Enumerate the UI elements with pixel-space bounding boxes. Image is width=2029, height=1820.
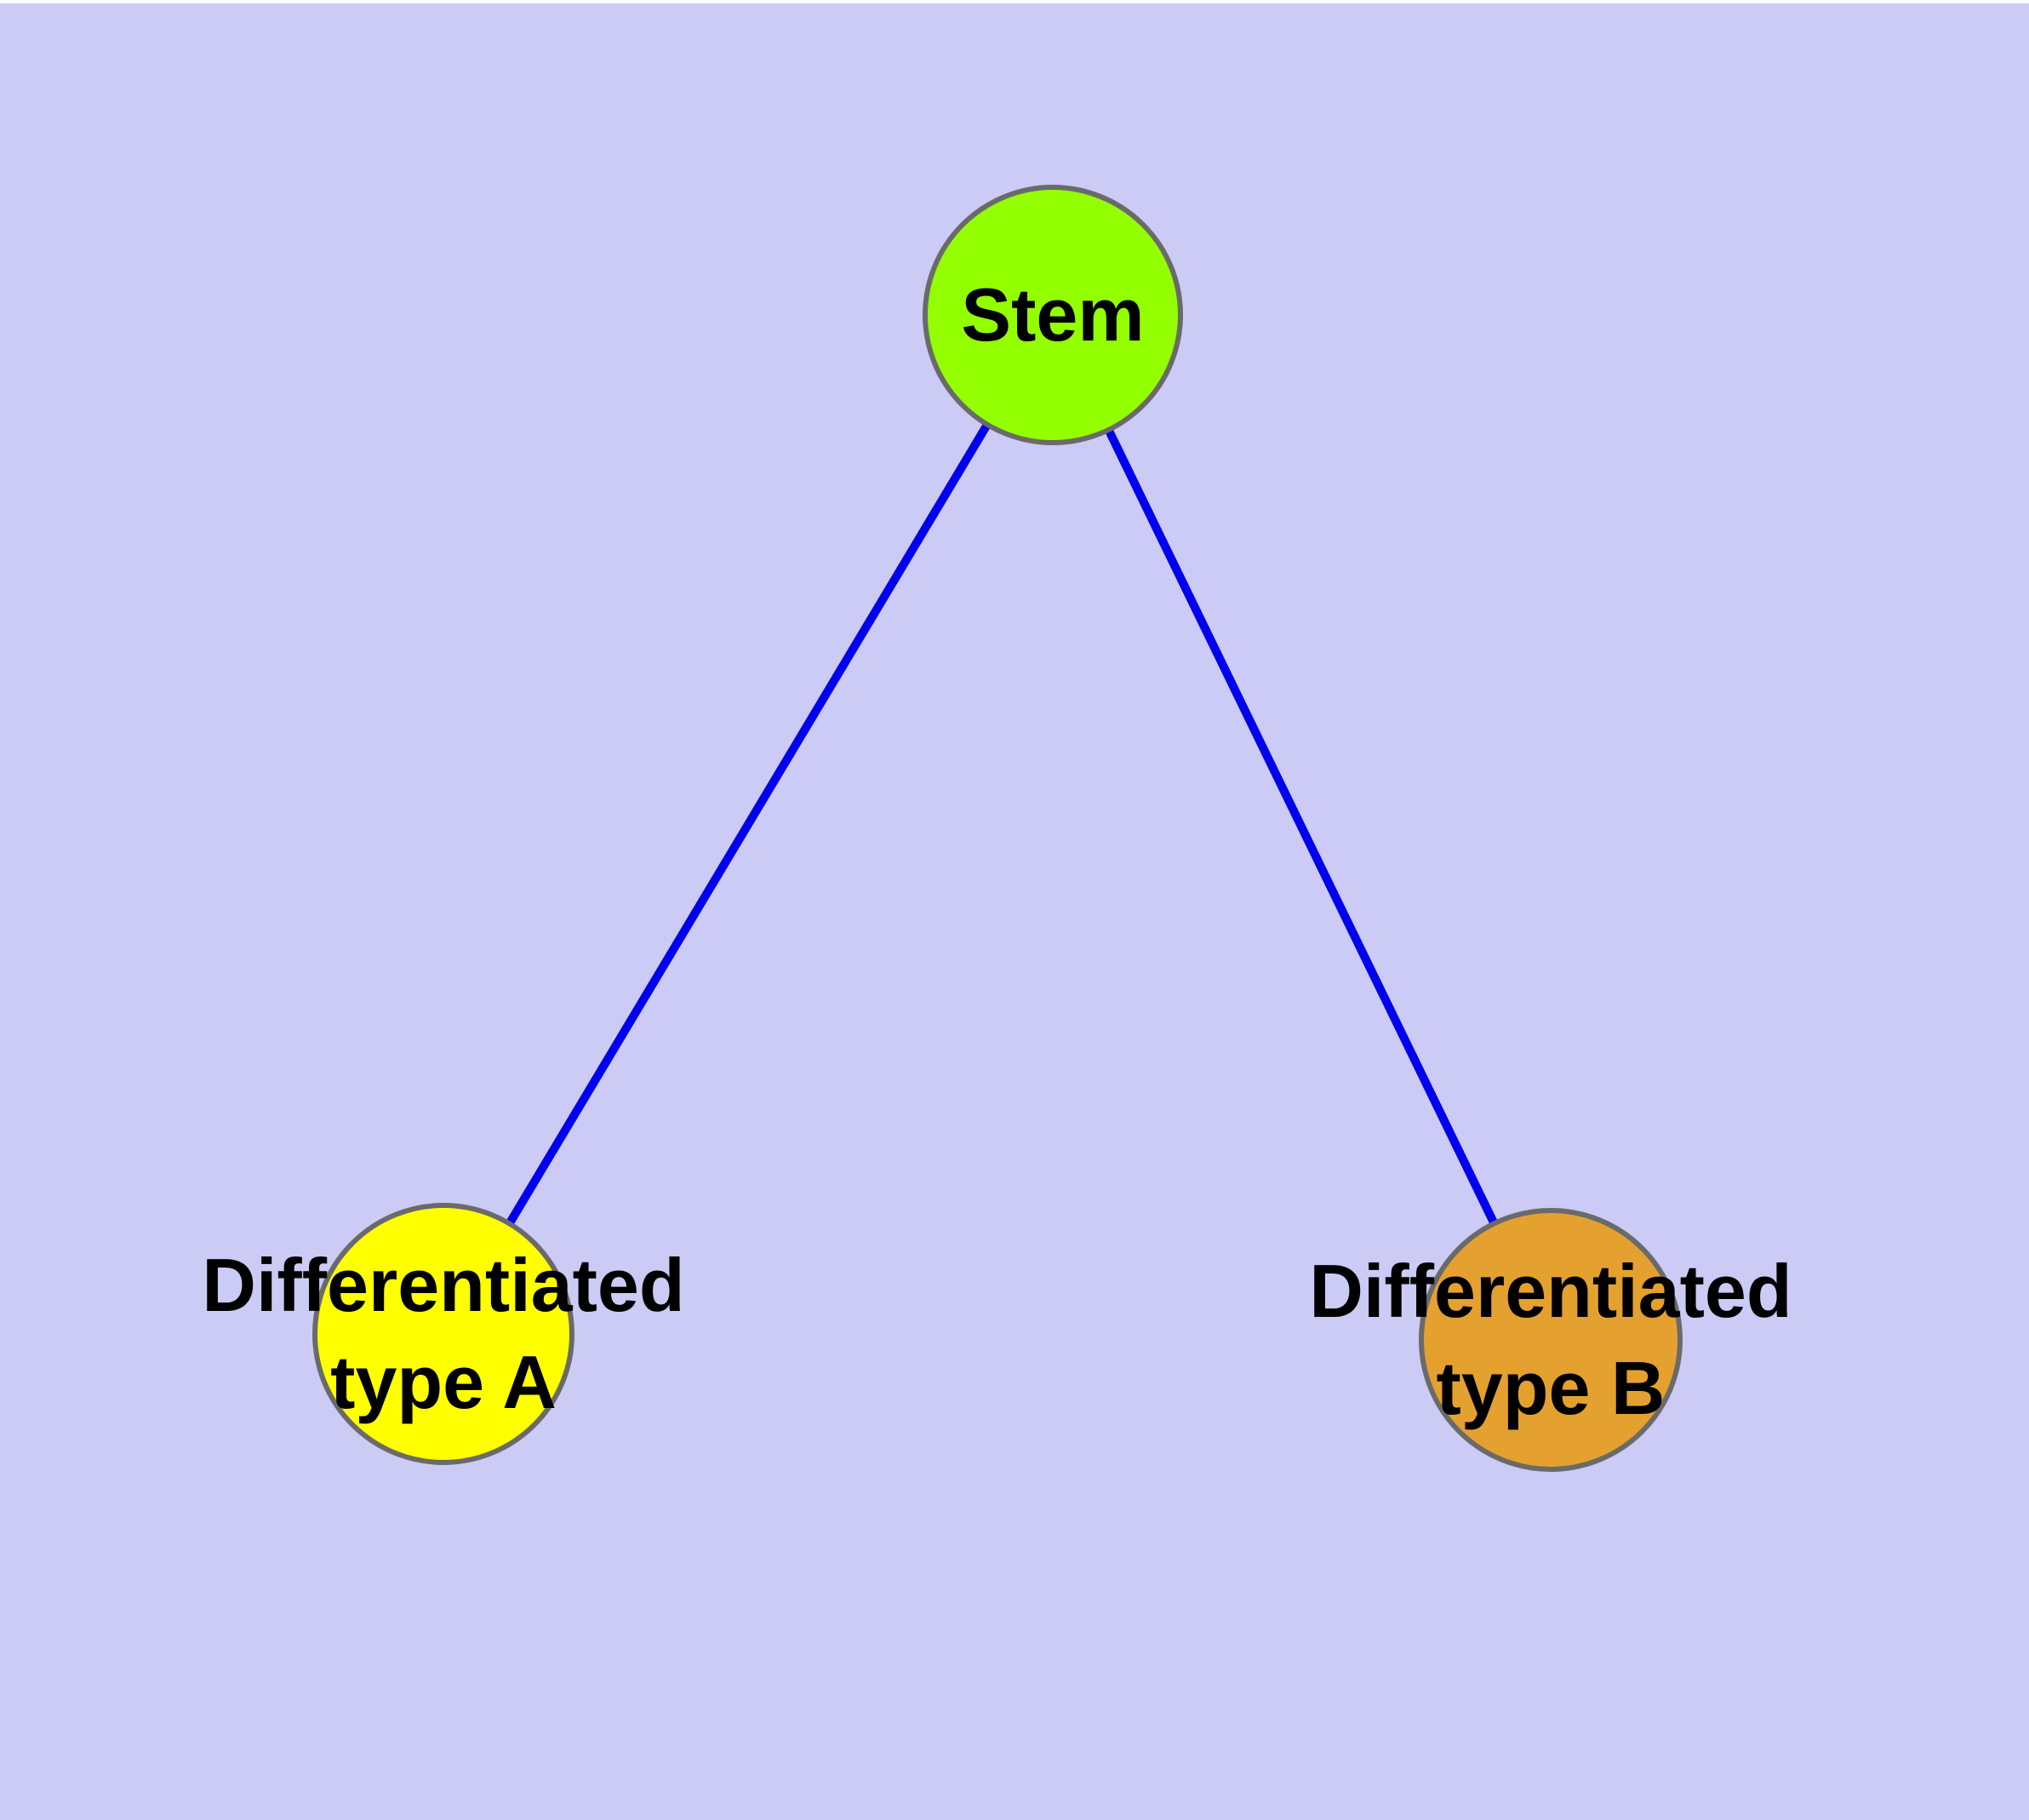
edge-layer — [439, 312, 1555, 1342]
edge-stem-diff-a — [439, 312, 1057, 1336]
node-label-stem: Stem — [961, 266, 1144, 363]
node-diff-a — [312, 1203, 574, 1465]
top-border-strip — [0, 0, 2029, 3]
node-label-diff-b: Differentiated type B — [1309, 1243, 1792, 1437]
node-diff-b — [1419, 1208, 1683, 1472]
node-label-diff-a: Differentiated type A — [202, 1237, 684, 1431]
node-label-line: Differentiated — [202, 1243, 685, 1327]
node-label-line: Stem — [961, 272, 1145, 357]
edge-stem-diff-b — [1049, 312, 1555, 1342]
node-label-line: type A — [330, 1340, 557, 1424]
node-layer — [312, 185, 1683, 1472]
node-label-line: type B — [1436, 1346, 1666, 1430]
node-label-line: Differentiated — [1309, 1249, 1792, 1333]
node-stem — [923, 185, 1183, 445]
